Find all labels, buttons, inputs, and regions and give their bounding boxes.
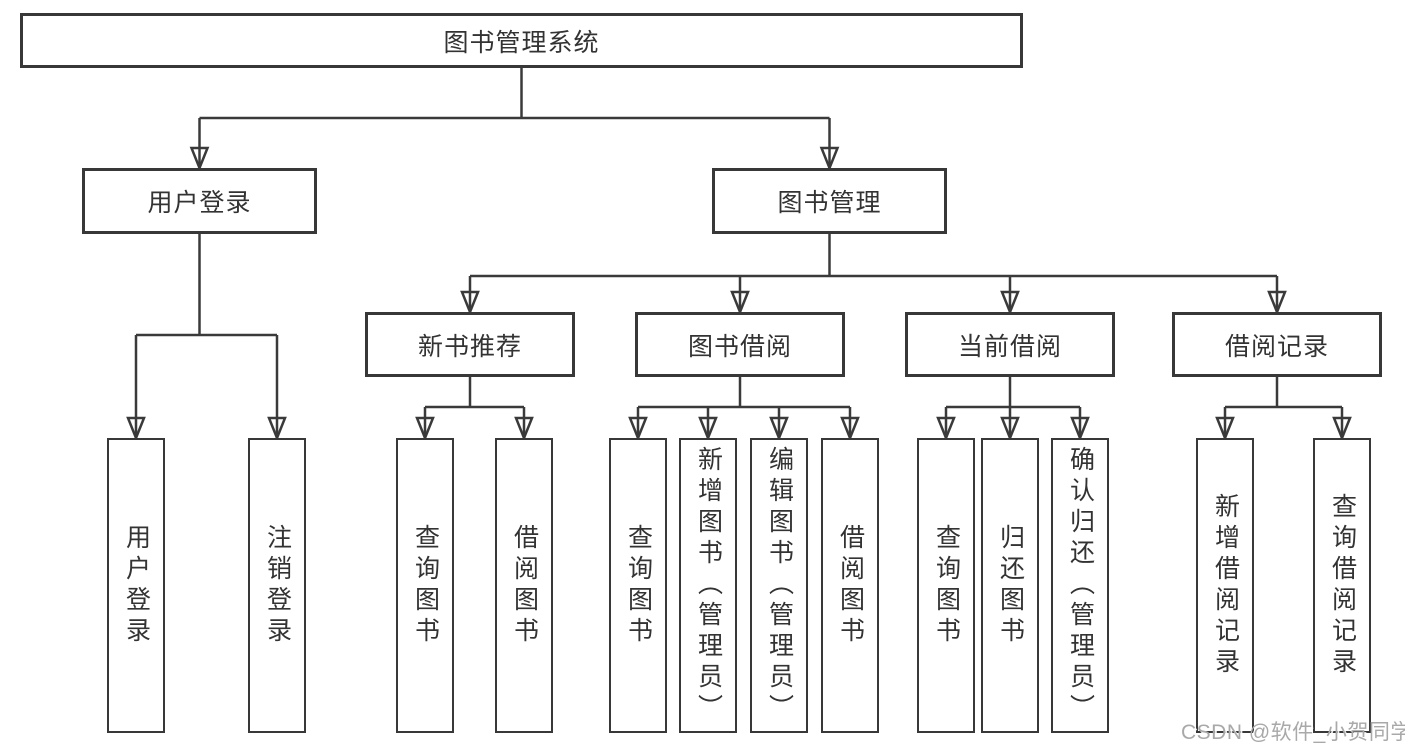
connector-root-to-level2 [189, 68, 840, 172]
leaf-borrow-books-borrow-label: 借阅图书 [836, 523, 865, 648]
leaf-query-books-current-label: 查询图书 [932, 523, 961, 648]
leaf-borrow-books-borrow: 借阅图书 [821, 438, 879, 733]
leaf-query-borrow-record-label: 查询借阅记录 [1328, 492, 1357, 679]
leaf-add-borrow-record-label: 新增借阅记录 [1211, 492, 1240, 679]
node-new-book-recommend-label: 新书推荐 [417, 332, 522, 361]
leaf-confirm-return-admin-label: 确认归还（管理员） [1066, 446, 1095, 725]
leaf-add-book-admin-label: 新增图书（管理员） [694, 446, 723, 725]
leaf-confirm-return-admin: 确认归还（管理员） [1051, 438, 1109, 733]
node-current-borrow: 当前借阅 [905, 312, 1115, 377]
leaf-edit-book-admin-label: 编辑图书（管理员） [765, 446, 794, 725]
node-book-borrow: 图书借阅 [635, 312, 845, 377]
node-borrow-records-label: 借阅记录 [1224, 332, 1329, 361]
connector-borrow-records-to-leaves [1215, 377, 1352, 442]
connector-book-borrow-to-leaves [628, 377, 860, 442]
leaf-add-book-admin: 新增图书（管理员） [679, 438, 737, 733]
node-book-management: 图书管理 [712, 168, 947, 234]
leaf-return-book-label: 归还图书 [996, 523, 1025, 648]
connector-new-book-recommend-to-leaves [415, 377, 534, 442]
leaf-user-login: 用户登录 [107, 438, 165, 733]
connector-current-borrow-to-leaves [936, 377, 1090, 442]
leaf-logout-label: 注销登录 [263, 523, 292, 648]
leaf-return-book: 归还图书 [981, 438, 1039, 733]
leaf-query-books-recommend: 查询图书 [396, 438, 454, 733]
leaf-borrow-books-recommend-label: 借阅图书 [510, 523, 539, 648]
node-current-borrow-label: 当前借阅 [957, 332, 1062, 361]
leaf-edit-book-admin: 编辑图书（管理员） [750, 438, 808, 733]
leaf-logout: 注销登录 [248, 438, 306, 733]
leaf-query-borrow-record: 查询借阅记录 [1313, 438, 1371, 733]
connector-book-management-to-level3 [460, 234, 1287, 316]
node-book-management-label: 图书管理 [777, 189, 882, 217]
node-borrow-records: 借阅记录 [1172, 312, 1382, 377]
leaf-query-books-borrow: 查询图书 [609, 438, 667, 733]
connector-user-login-to-leaves [126, 234, 287, 442]
leaf-user-login-label: 用户登录 [122, 523, 151, 648]
node-new-book-recommend: 新书推荐 [365, 312, 575, 377]
leaf-query-books-borrow-label: 查询图书 [624, 523, 653, 648]
leaf-query-books-current: 查询图书 [917, 438, 975, 733]
node-book-borrow-label: 图书借阅 [687, 332, 792, 361]
node-user-login: 用户登录 [82, 168, 317, 234]
leaf-add-borrow-record: 新增借阅记录 [1196, 438, 1254, 733]
node-user-login-label: 用户登录 [147, 189, 252, 217]
leaf-query-books-recommend-label: 查询图书 [411, 523, 440, 648]
node-root: 图书管理系统 [20, 13, 1023, 68]
node-root-label: 图书管理系统 [443, 28, 600, 57]
watermark: CSDN @软件_小贺同学 [1181, 721, 1405, 744]
leaf-borrow-books-recommend: 借阅图书 [495, 438, 553, 733]
